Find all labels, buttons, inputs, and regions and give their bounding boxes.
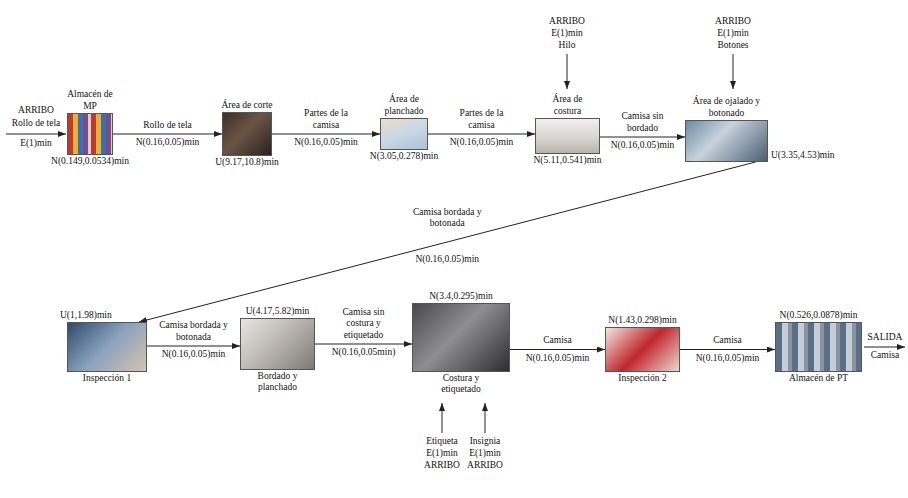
flow-arrow [510, 349, 605, 350]
transfer-time: N(0.16,0.05)min [695, 353, 761, 364]
station-title: Área de corte [221, 100, 272, 111]
exit-label: Camisa [870, 350, 901, 361]
station-title: Almacén de PT [789, 373, 848, 384]
arrival-label: Botones [716, 40, 749, 51]
flow-label: Camisa [712, 335, 743, 346]
station-title: Almacén de MP [65, 89, 115, 112]
arrival-label: E(1)min [550, 28, 584, 39]
station-title: Área de planchado [380, 94, 428, 117]
transfer-time: N(0.16,0.05)min [449, 137, 515, 148]
station-photo: Área de corteU(9.17,10.8)min [222, 112, 272, 156]
arrival-arrow [6, 134, 66, 135]
station-title: Inspección 2 [618, 373, 666, 384]
flow-arrow [113, 134, 222, 135]
exit-label: SALIDA [867, 332, 904, 343]
flow-arrow [680, 349, 775, 350]
station-photo: Área de costuraN(5.11,0.541)min [535, 118, 600, 154]
transfer-time: N(0.16,0.05min) [331, 347, 397, 358]
service-time: U(4.17,5.82)min [246, 306, 310, 317]
station-title: Área de ojalado y botonado [687, 96, 767, 119]
service-time: N(3.05,0.278)min [370, 151, 438, 162]
station-photo: Almacén de MPN(0.149,0.0534)min [67, 113, 113, 155]
exit-arrow [864, 347, 905, 348]
station-title: Costura y etiquetado [431, 373, 491, 396]
service-time: N(3.4,0.295)min [429, 291, 493, 302]
arrival-label: ARRIBO [548, 16, 586, 27]
transfer-time: N(0.16,0.05)min [293, 137, 359, 148]
station-photo: N(0.526,0.0878)minAlmacén de PT [775, 322, 862, 372]
flow-arrow [315, 344, 412, 345]
arrival-label: Rollo de tela [11, 118, 62, 129]
station-title: Inspección 1 [83, 373, 131, 384]
arrival-arrow [485, 403, 486, 433]
flow-label: Camisa [542, 335, 573, 346]
station-photo: N(3.4,0.295)minCostura y etiquetado [412, 303, 510, 372]
arrival-label: ARRIBO [714, 16, 752, 27]
flow-label: Partes de la camisa [453, 108, 510, 131]
flow-arrow [139, 162, 756, 322]
flow-arrow [147, 346, 240, 347]
flow-label: Camisa bordada y botonada [157, 320, 231, 343]
arrival-label: ARRIBO [423, 460, 461, 471]
service-time: U(3.35,4.53)min [771, 150, 835, 161]
station-title: Área de costura [545, 94, 590, 117]
service-time: N(0.526,0.0878)min [780, 310, 858, 321]
flow-label: Camisa bordada y botonada [410, 207, 484, 230]
transfer-time: N(0.16,0.05)min [610, 140, 676, 151]
station-photo: Área de planchadoN(3.05,0.278)min [380, 118, 428, 150]
arrival-arrow [567, 54, 568, 89]
transfer-time: N(0.16,0.05)min [525, 353, 591, 364]
station-photo: N(1.43,0.298)minInspección 2 [605, 327, 680, 372]
transfer-time: N(0.16,0.05)min [135, 137, 201, 148]
arrival-label: E(1)min [716, 28, 750, 39]
flow-label: Rollo de tela [142, 120, 193, 131]
arrival-label: Hilo [558, 40, 577, 51]
station-photo: Área de ojalado y botonadoU(3.35,4.53)mi… [685, 120, 768, 162]
flow-arrow [272, 134, 380, 135]
arrival-arrow [733, 54, 734, 89]
arrival-label: E(1)min [468, 448, 502, 459]
flow-label: Partes de la camisa [298, 108, 355, 131]
arrival-label: E(1)min [19, 138, 53, 149]
flow-label: Camisa sin costura y etiquetado [335, 307, 392, 341]
arrival-label: Insignia [469, 436, 502, 447]
arrival-label: ARRIBO [17, 105, 55, 116]
flow-label: Camisa sin bordado [617, 111, 669, 134]
service-time: U(9.17,10.8)min [215, 157, 279, 168]
transfer-time: N(0.16,0.05)min [161, 349, 227, 360]
station-title: Bordado y planchado [250, 371, 305, 394]
arrival-label: Etiqueta [425, 436, 459, 447]
arrival-label: ARRIBO [466, 460, 504, 471]
service-time: N(0.149,0.0534)min [51, 156, 129, 167]
transfer-time: N(0.16,0.05)min [414, 254, 480, 265]
service-time: N(5.11,0.541)min [534, 155, 602, 166]
arrival-label: E(1)min [425, 448, 459, 459]
flow-arrow [428, 134, 535, 135]
service-time: U(1,1.98)min [60, 310, 112, 321]
station-photo: U(1,1.98)minInspección 1 [67, 322, 147, 372]
flow-arrow [600, 137, 685, 138]
station-photo: U(4.17,5.82)minBordado y planchado [240, 318, 315, 370]
arrival-arrow [442, 403, 443, 433]
service-time: N(1.43,0.298)min [608, 315, 676, 326]
